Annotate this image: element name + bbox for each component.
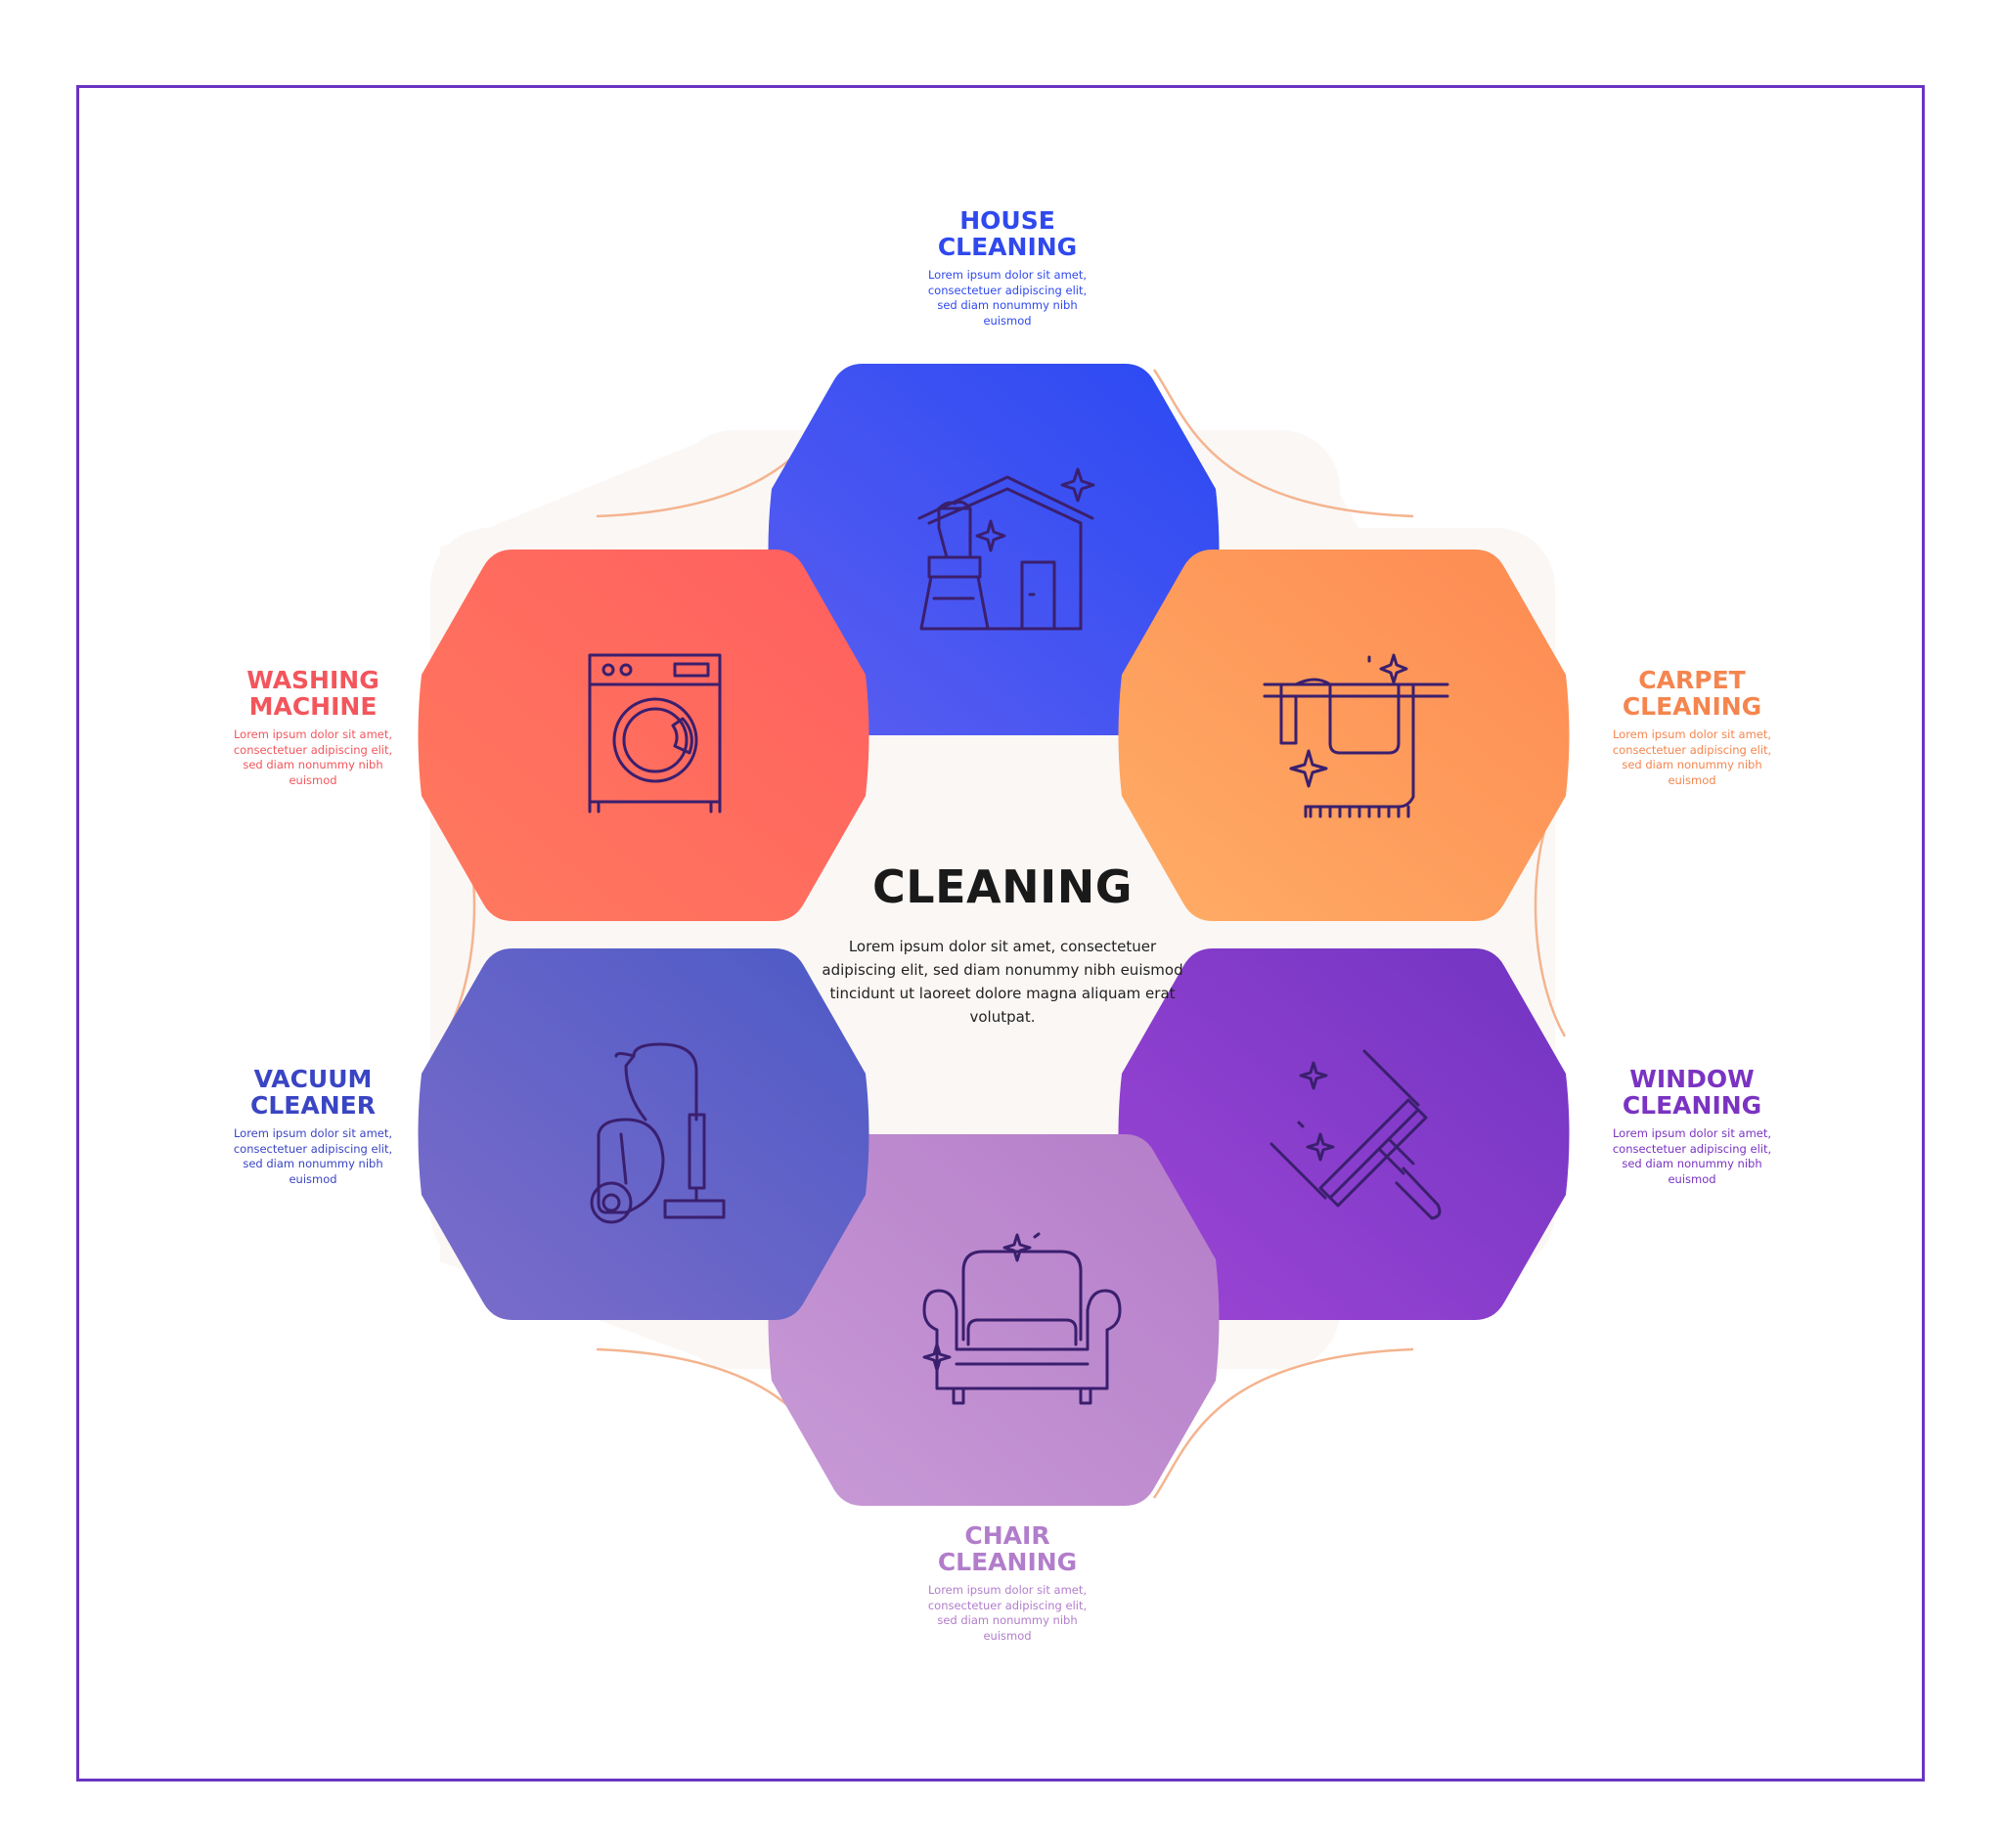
window-squeegee-icon bbox=[1269, 1049, 1442, 1220]
item-description: Lorem ipsum dolor sit amet, consectetuer… bbox=[1612, 727, 1772, 787]
hexagon-carpet-cleaning bbox=[1118, 550, 1570, 921]
hexagon-house-cleaning bbox=[768, 364, 1220, 735]
washing-machine-icon bbox=[588, 653, 722, 814]
hexagon-washing-machine bbox=[418, 550, 869, 921]
item-description: Lorem ipsum dolor sit amet, consectetuer… bbox=[233, 727, 393, 787]
border-frame bbox=[76, 85, 1925, 1782]
armchair-icon bbox=[922, 1232, 1122, 1405]
diagram-description: Lorem ipsum dolor sit amet, consectetuer… bbox=[822, 938, 1183, 1026]
carpet-icon bbox=[1263, 653, 1449, 818]
diagram-title: CLEANING bbox=[872, 860, 1133, 913]
item-description: Lorem ipsum dolor sit amet, consectetuer… bbox=[233, 1126, 393, 1186]
item-description: Lorem ipsum dolor sit amet, consectetuer… bbox=[927, 1583, 1088, 1643]
center-block: CLEANING Lorem ipsum dolor sit amet, con… bbox=[822, 860, 1183, 1029]
hexagon-vacuum-cleaner bbox=[418, 948, 869, 1320]
hexagon-window-cleaning bbox=[1118, 948, 1570, 1320]
item-description: Lorem ipsum dolor sit amet, consectetuer… bbox=[927, 268, 1088, 328]
item-description: Lorem ipsum dolor sit amet, consectetuer… bbox=[1612, 1126, 1772, 1186]
vacuum-cleaner-icon bbox=[590, 1042, 726, 1224]
house-cleaning-icon bbox=[917, 467, 1095, 631]
